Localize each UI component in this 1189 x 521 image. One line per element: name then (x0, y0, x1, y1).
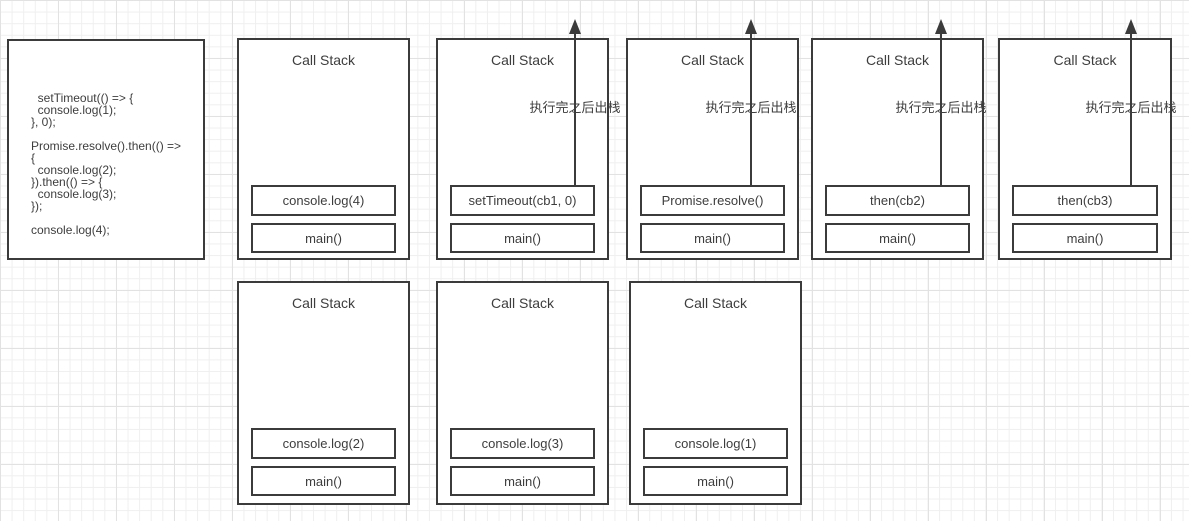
stack-frame[interactable]: then(cb2) (825, 185, 970, 216)
call-stack-panel-settimeout[interactable]: Call Stack 执行完之后出栈 setTimeout(cb1, 0) ma… (436, 19, 621, 260)
stack-frame-label: main() (694, 230, 731, 246)
stack-frame-label: main() (504, 230, 541, 246)
call-stack-title: Call Stack (291, 52, 356, 68)
pop-arrow (750, 34, 752, 185)
call-stack-title: Call Stack (683, 295, 748, 311)
stack-frame-label: main() (879, 230, 916, 246)
code-panel[interactable]: setTimeout(() => { console.log(1); }, 0)… (7, 39, 205, 260)
stack-frame-label: console.log(2) (282, 436, 365, 451)
pop-arrow-label: 执行完之后出栈 (1085, 100, 1177, 115)
stack-frame[interactable]: main() (450, 466, 595, 496)
call-stack-title: Call Stack (680, 52, 745, 68)
call-stack-panel-then-cb3[interactable]: Call Stack 执行完之后出栈 then(cb3) main() (998, 19, 1177, 260)
pop-arrow-label: 执行完之后出栈 (895, 100, 987, 115)
stack-frame[interactable]: main() (643, 466, 788, 496)
stack-frame-label: main() (1066, 230, 1104, 246)
stack-frame[interactable]: main() (640, 223, 785, 253)
stack-frame[interactable]: console.log(4) (251, 185, 396, 216)
stack-frame-label: console.log(3) (481, 436, 564, 451)
stack-frame-label: console.log(1) (674, 436, 757, 451)
stack-frame[interactable]: main() (825, 223, 970, 253)
stack-frame-label: then(cb3) (1057, 193, 1113, 208)
stack-frame-label: Promise.resolve() (661, 193, 764, 208)
stack-frame[interactable]: console.log(1) (643, 428, 788, 459)
stack-frame[interactable]: console.log(2) (251, 428, 396, 459)
stack-frame-label: main() (504, 473, 541, 489)
stack-frame[interactable]: console.log(3) (450, 428, 595, 459)
call-stack-panel-promise-resolve[interactable]: Call Stack 执行完之后出栈 Promise.resolve() mai… (626, 19, 799, 260)
pop-arrow-label: 执行完之后出栈 (529, 100, 621, 115)
stack-frame-label: setTimeout(cb1, 0) (468, 193, 577, 208)
pop-arrow (940, 34, 942, 185)
pop-arrow (1130, 34, 1132, 185)
arrow-up-icon (1125, 19, 1137, 34)
call-stack-panel-log1[interactable]: Call Stack console.log(1) main() (629, 281, 802, 505)
stack-frame[interactable]: main() (251, 223, 396, 253)
call-stack-title: Call Stack (291, 295, 356, 311)
stack-frame[interactable]: setTimeout(cb1, 0) (450, 185, 595, 216)
call-stack-title: Call Stack (490, 52, 555, 68)
stack-frame[interactable]: main() (1012, 223, 1158, 253)
call-stack-title: Call Stack (865, 52, 930, 68)
call-stack-title: Call Stack (490, 295, 555, 311)
call-stack-panel-log4[interactable]: Call Stack console.log(4) main() (237, 38, 410, 260)
call-stack-panel-then-cb2[interactable]: Call Stack 执行完之后出栈 then(cb2) main() (811, 19, 987, 260)
call-stack-title: Call Stack (1053, 52, 1117, 68)
pop-arrow-label: 执行完之后出栈 (705, 100, 797, 115)
stack-frame[interactable]: main() (251, 466, 396, 496)
arrow-up-icon (935, 19, 947, 34)
pop-arrow (574, 34, 576, 185)
stack-frame[interactable]: main() (450, 223, 595, 253)
stack-frame[interactable]: then(cb3) (1012, 185, 1158, 216)
arrow-up-icon (569, 19, 581, 34)
stack-frame[interactable]: Promise.resolve() (640, 185, 785, 216)
code-text: setTimeout(() => { console.log(1); }, 0)… (31, 91, 182, 237)
call-stack-panel-log3[interactable]: Call Stack console.log(3) main() (436, 281, 609, 505)
stack-frame-label: main() (697, 473, 734, 489)
arrow-up-icon (745, 19, 757, 34)
stack-frame-label: then(cb2) (870, 193, 925, 208)
stack-frame-label: console.log(4) (282, 193, 365, 208)
call-stack-panel-log2[interactable]: Call Stack console.log(2) main() (237, 281, 410, 505)
stack-frame-label: main() (305, 230, 342, 246)
stack-frame-label: main() (305, 473, 342, 489)
